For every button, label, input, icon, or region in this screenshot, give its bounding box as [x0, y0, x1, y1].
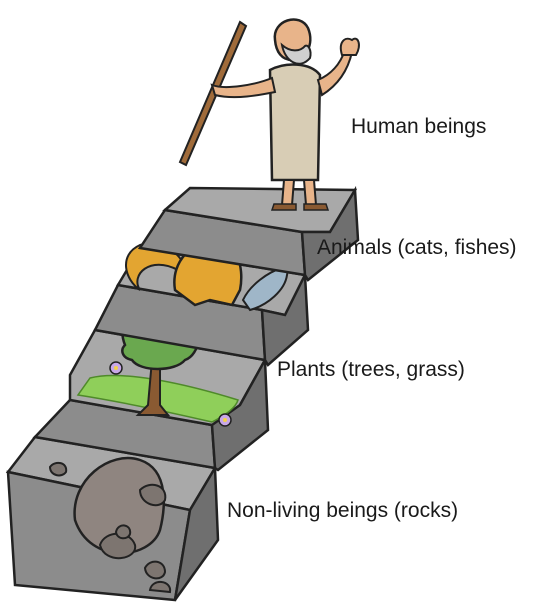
arm-right: [318, 50, 352, 95]
flower-right: [219, 414, 231, 426]
rock-small-6: [150, 582, 170, 592]
flower-left: [110, 362, 122, 374]
rock-small-4: [50, 463, 66, 476]
leg-right: [304, 180, 316, 205]
hand-right: [341, 39, 359, 55]
robe: [270, 65, 320, 180]
rock-small-5: [116, 525, 130, 538]
sandal-right: [304, 204, 328, 210]
leg-left: [282, 180, 294, 205]
label-plants: Plants (trees, grass): [277, 359, 465, 380]
sandal-left: [272, 204, 296, 210]
label-nonliving-beings: Non-living beings (rocks): [227, 500, 458, 521]
label-human-beings: Human beings: [351, 116, 486, 137]
rock-small-3: [145, 562, 165, 579]
label-animals: Animals (cats, fishes): [317, 237, 517, 258]
